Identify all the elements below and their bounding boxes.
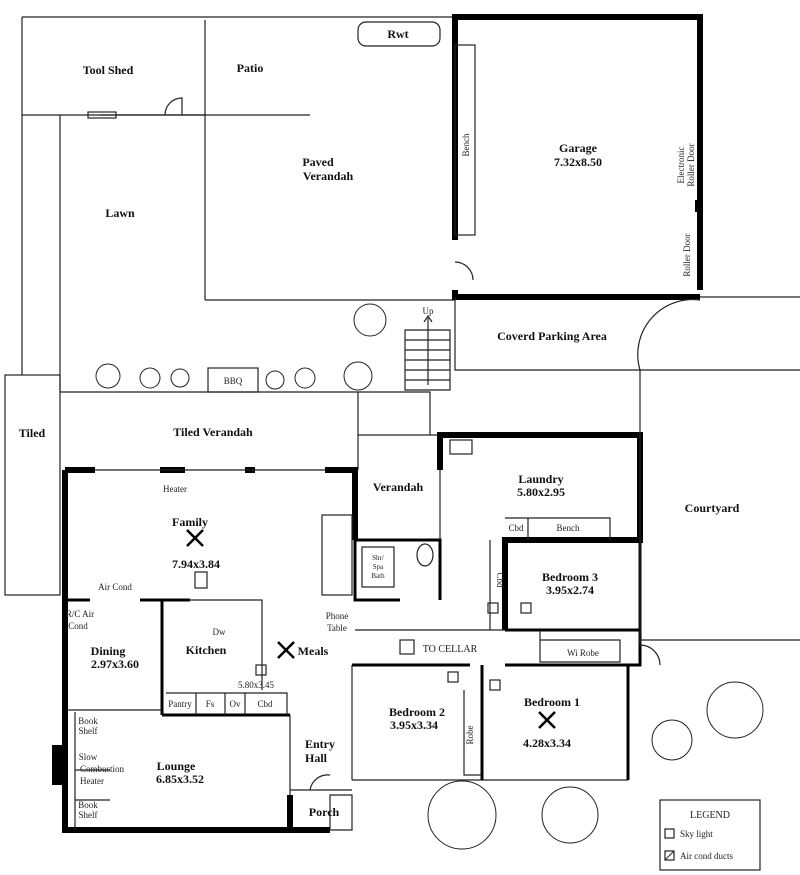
entry-hall-label-2: Hall <box>305 751 328 765</box>
bedroom2-size: 3.95x3.34 <box>390 718 438 732</box>
tool-shed-label: Tool Shed <box>83 63 134 77</box>
tiled-label: Tiled <box>19 426 46 440</box>
rwt-tank <box>357 21 441 47</box>
entry-hall-label: Entry <box>305 737 335 751</box>
slow-combustion-label: Slow <box>79 752 98 762</box>
sky-light-icon <box>664 828 675 839</box>
electronic-roller-door-label: Electronic <box>676 147 686 184</box>
up-label: Up <box>423 306 434 316</box>
garage-label: Garage <box>559 141 598 155</box>
bedroom1-size: 4.28x3.34 <box>523 736 571 750</box>
tiled-verandah-label: Tiled Verandah <box>173 425 253 439</box>
rc-air-cond-label-2: Cond <box>68 621 88 631</box>
family-label: Family <box>172 515 208 529</box>
legend-title: LEGEND <box>690 810 730 821</box>
electronic-roller-door-label-2: Roller Door <box>686 143 696 186</box>
legend: LEGEND Sky light Air cond ducts <box>659 799 761 871</box>
garage-bench-label: Bench <box>461 133 471 156</box>
family-size: 7.94x3.84 <box>172 557 220 571</box>
garden-shrubs <box>95 303 764 850</box>
book-shelf-label-3: Book <box>78 800 98 810</box>
bedroom3-size: 3.95x2.74 <box>546 583 594 597</box>
hall-cbd-label: Cbd <box>495 572 505 588</box>
meals-label: Meals <box>298 644 329 658</box>
book-shelf-label: Book <box>78 716 98 726</box>
garage-size: 7.32x8.50 <box>554 155 602 169</box>
bedroom3-label: Bedroom 3 <box>542 570 598 584</box>
courtyard-label: Courtyard <box>685 501 740 515</box>
dw-label: Dw <box>213 627 226 637</box>
slow-combustion-label-3: Heater <box>80 776 104 786</box>
ceiling-fan-icon <box>186 529 556 729</box>
shower-label: Shr/ <box>372 554 384 562</box>
lounge-size: 6.85x3.52 <box>156 772 204 786</box>
shower-label-3: Bath <box>371 572 385 580</box>
roller-door-label: Roller Door <box>682 233 692 276</box>
robe-label: Robe <box>465 725 475 744</box>
book-shelf-label-4: Shelf <box>79 810 98 820</box>
rwt-label: Rwt <box>387 27 408 41</box>
verandah-label: Verandah <box>373 480 424 494</box>
covered-parking <box>404 296 800 391</box>
paved-verandah-label-2: Verandah <box>303 169 354 183</box>
house-walls <box>52 370 800 833</box>
paved-verandah-label: Paved <box>302 155 334 169</box>
bedroom2-label: Bedroom 2 <box>389 705 445 719</box>
air-cond-duct-icon <box>664 850 675 861</box>
legend-item-air-cond: Air cond ducts <box>680 851 733 861</box>
legend-item-sky-light: Sky light <box>680 829 713 839</box>
rc-air-cond-label: R/C Air <box>66 609 94 619</box>
kitchen-label: Kitchen <box>186 643 227 657</box>
site-outline <box>21 16 455 392</box>
covered-parking-label: Coverd Parking Area <box>497 329 607 343</box>
tiled-area <box>4 374 61 596</box>
lounge-label: Lounge <box>157 759 196 773</box>
wi-robe-label: Wi Robe <box>567 648 599 658</box>
laundry-size: 5.80x2.95 <box>517 485 565 499</box>
slow-combustion-label-2: Combustion <box>80 764 125 774</box>
dining-label: Dining <box>91 644 126 658</box>
air-cond-duct-icon <box>255 602 532 691</box>
bbq-label: BBQ <box>224 376 243 386</box>
patio-label: Patio <box>237 61 264 75</box>
ov-label: Ov <box>230 699 241 709</box>
phone-table-label-2: Table <box>327 623 347 633</box>
fs-label: Fs <box>206 699 215 709</box>
meals-size: 5.80x3.45 <box>238 680 275 690</box>
air-cond-label: Air Cond <box>98 582 132 592</box>
dining-size: 2.97x3.60 <box>91 657 139 671</box>
phone-table-label: Phone <box>326 611 349 621</box>
bedroom1-label: Bedroom 1 <box>524 695 580 709</box>
shower-label-2: Spa <box>373 563 384 571</box>
porch-label: Porch <box>309 805 340 819</box>
sky-light-icon <box>194 571 208 589</box>
book-shelf-label-2: Shelf <box>79 726 98 736</box>
laundry-label: Laundry <box>518 472 563 486</box>
to-cellar-label: TO CELLAR <box>423 644 478 655</box>
pantry-label: Pantry <box>168 699 192 709</box>
cbd-label: Cbd <box>257 699 273 709</box>
laundry-bench-label: Bench <box>557 523 580 533</box>
laundry-cbd-label: Cbd <box>508 523 524 533</box>
heater-label: Heater <box>163 484 187 494</box>
kitchen-cabinets <box>166 692 288 715</box>
lawn-label: Lawn <box>105 206 135 220</box>
